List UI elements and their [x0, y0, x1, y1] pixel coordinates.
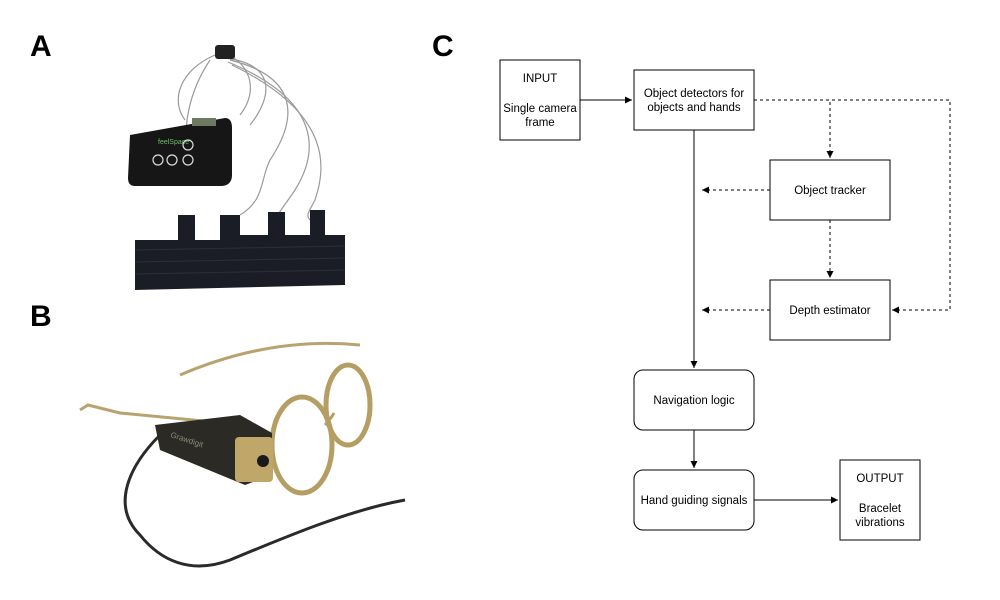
glasses-temple [79, 403, 246, 427]
glasses-temple-back [179, 341, 361, 377]
depth-label: Depth estimator [789, 305, 870, 317]
output-line-2: vibrations [855, 517, 904, 529]
clip [192, 118, 216, 126]
solid-connectors [580, 96, 838, 504]
camera-lens-icon [257, 455, 269, 467]
output-title: OUTPUT [856, 473, 903, 485]
input-line-2: frame [525, 117, 554, 129]
control-unit [128, 118, 232, 186]
glasses-bridge [323, 412, 336, 426]
navigation-label: Navigation logic [653, 395, 734, 407]
strap-texture [134, 245, 346, 275]
output-line-1: Bracelet [859, 503, 902, 515]
panel-label-c: C [432, 30, 454, 63]
camera-cable [123, 433, 406, 568]
finger-strap [135, 210, 345, 290]
pause-button-icon [166, 154, 178, 166]
panel-label-a: A [30, 30, 52, 63]
hand-signals-node: Hand guiding signals [633, 469, 755, 531]
output-node: OUTPUT Bracelet vibrations [839, 459, 921, 541]
hand-signals-label: Hand guiding signals [641, 495, 748, 507]
dashed-connectors [702, 99, 951, 314]
device-brand-label: feelSpace [158, 139, 189, 146]
detector-line-2: objects and hands [647, 102, 741, 114]
power-button-icon [152, 154, 164, 166]
navigation-node: Navigation logic [633, 369, 755, 431]
glasses-camera-photo: Grawdigit [79, 341, 406, 568]
tracker-label: Object tracker [794, 185, 866, 197]
panel-label-b: B [30, 300, 52, 333]
haptic-bracelet-photo: feelSpace [128, 45, 346, 290]
input-title: INPUT [523, 73, 558, 85]
camera-housing [235, 437, 273, 482]
home-button-icon [182, 154, 194, 166]
arrow-detector-to-depth [754, 99, 951, 314]
depth-node: Depth estimator [769, 279, 891, 341]
mode-button-icon [182, 139, 194, 151]
arrow-detector-to-tracker [754, 99, 834, 158]
input-line-1: Single camera [503, 103, 577, 115]
detector-node: Object detectors for objects and hands [633, 69, 755, 131]
input-node: INPUT Single camera frame [499, 59, 581, 141]
connector [215, 45, 235, 59]
detector-line-1: Object detectors for [644, 88, 745, 100]
glasses-lens-right [323, 362, 373, 448]
tracker-node: Object tracker [769, 159, 891, 221]
